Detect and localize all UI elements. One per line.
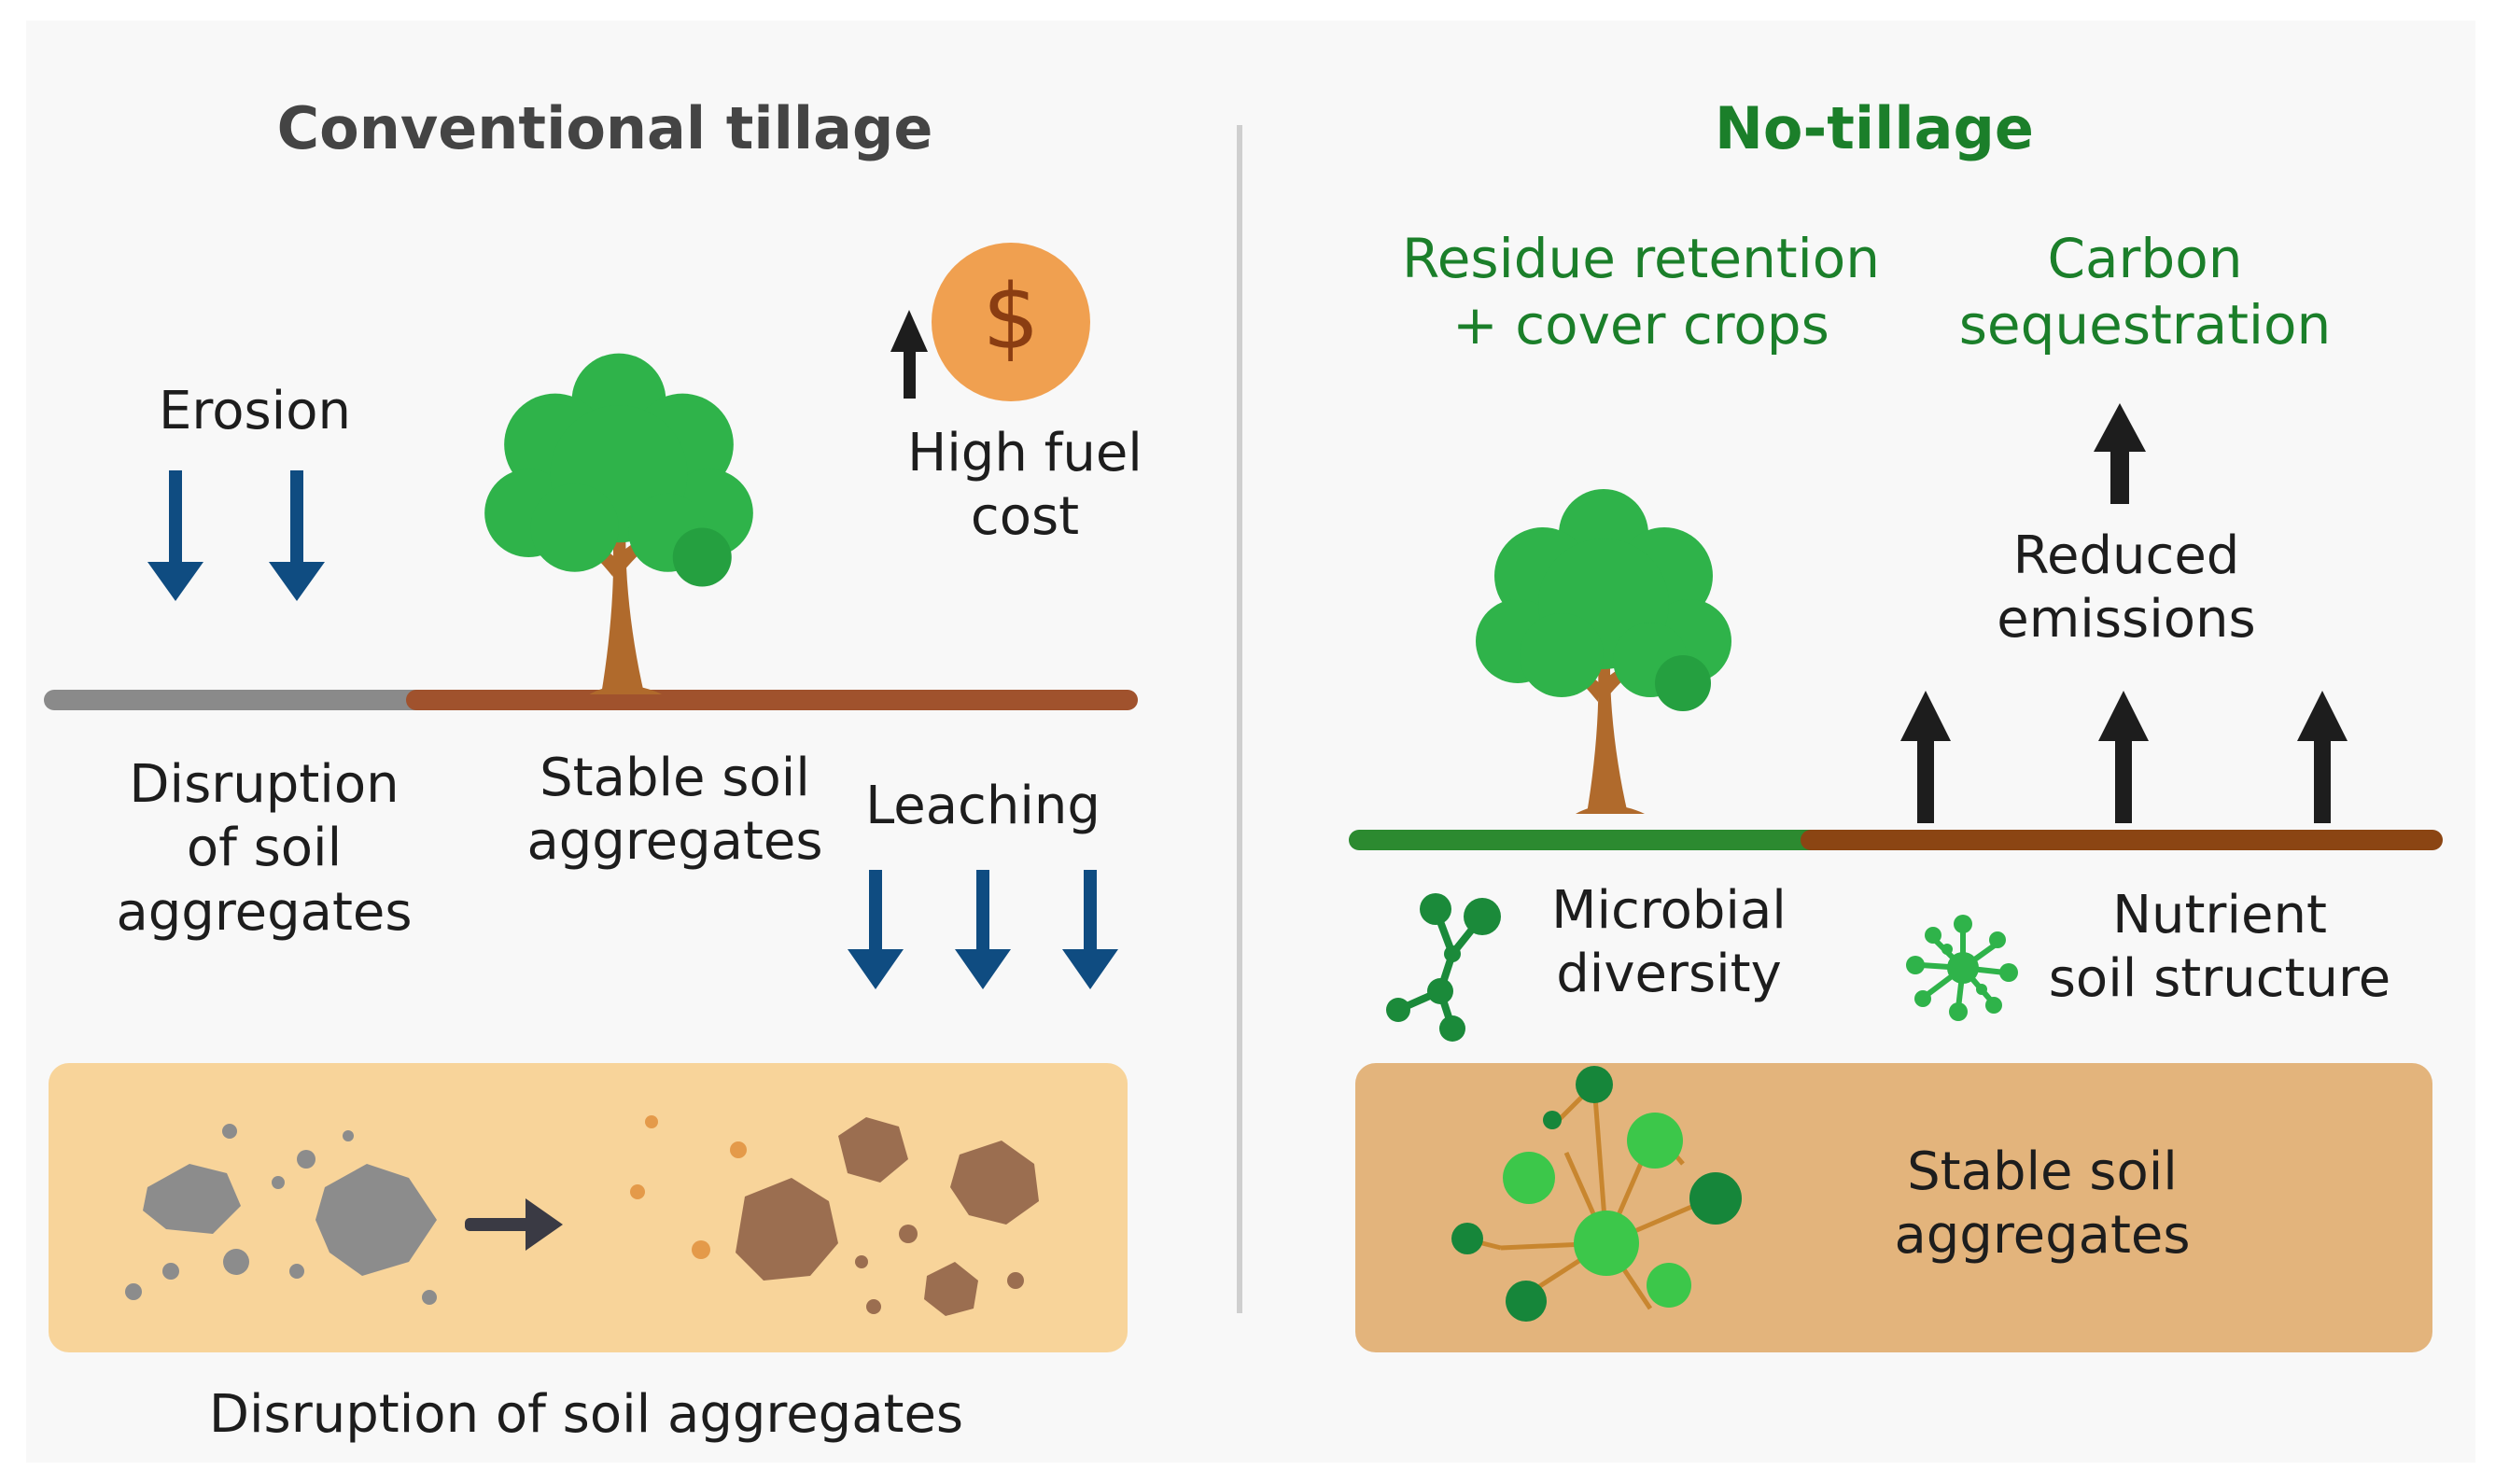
emission-up-arrows <box>1900 691 2348 823</box>
erosion-arrows <box>147 470 325 601</box>
stable-aggregates-label-left: Stable soil aggregates <box>526 748 823 873</box>
erosion-label: Erosion <box>159 381 351 441</box>
transform-arrow-icon <box>465 1198 563 1251</box>
right-panel-title: No-tillage <box>1715 94 2034 162</box>
fuel-up-arrow <box>890 310 928 399</box>
diagram-graphics <box>44 125 2443 1352</box>
carbon-up-arrow <box>2094 403 2146 504</box>
carbon-sequestration-label: Carbon sequestration <box>1958 227 2332 357</box>
left-panel-title: Conventional tillage <box>276 94 933 162</box>
left-tree <box>484 353 753 694</box>
residue-cover-crops-label: Residue retention + cover crops <box>1402 227 1880 357</box>
gray-clods <box>125 1124 437 1305</box>
orange-particles <box>630 1115 747 1259</box>
microbial-network-icon <box>1386 893 1501 1042</box>
nutrient-cluster-icon <box>1906 915 2018 1021</box>
brown-aggregates <box>736 1117 1039 1316</box>
right-soil-box <box>1355 1063 2432 1352</box>
fuel-cost-label: High fuel cost <box>907 423 1142 548</box>
dollar-coin-icon <box>932 243 1090 401</box>
diagram-canvas: Conventional tillage Erosion $ High fuel… <box>26 21 2475 1463</box>
microbial-diversity-label: Microbial diversity <box>1551 880 1787 1005</box>
reduced-emissions-label: Reduced emissions <box>1997 525 2256 651</box>
nutrient-soil-structure-label: Nutrient soil structure <box>2048 885 2391 1010</box>
bottom-caption: Disruption of soil aggregates <box>208 1384 964 1445</box>
dollar-sign-text: $ <box>982 265 1040 370</box>
leaching-arrows <box>848 870 1118 989</box>
root-network-icon <box>1451 1066 1742 1322</box>
stable-aggregates-label-right: Stable soil aggregates <box>1894 1141 2191 1267</box>
leaching-label: Leaching <box>865 776 1100 836</box>
right-tree <box>1476 489 1731 814</box>
disruption-label: Disruption of soil aggregates <box>116 754 413 943</box>
